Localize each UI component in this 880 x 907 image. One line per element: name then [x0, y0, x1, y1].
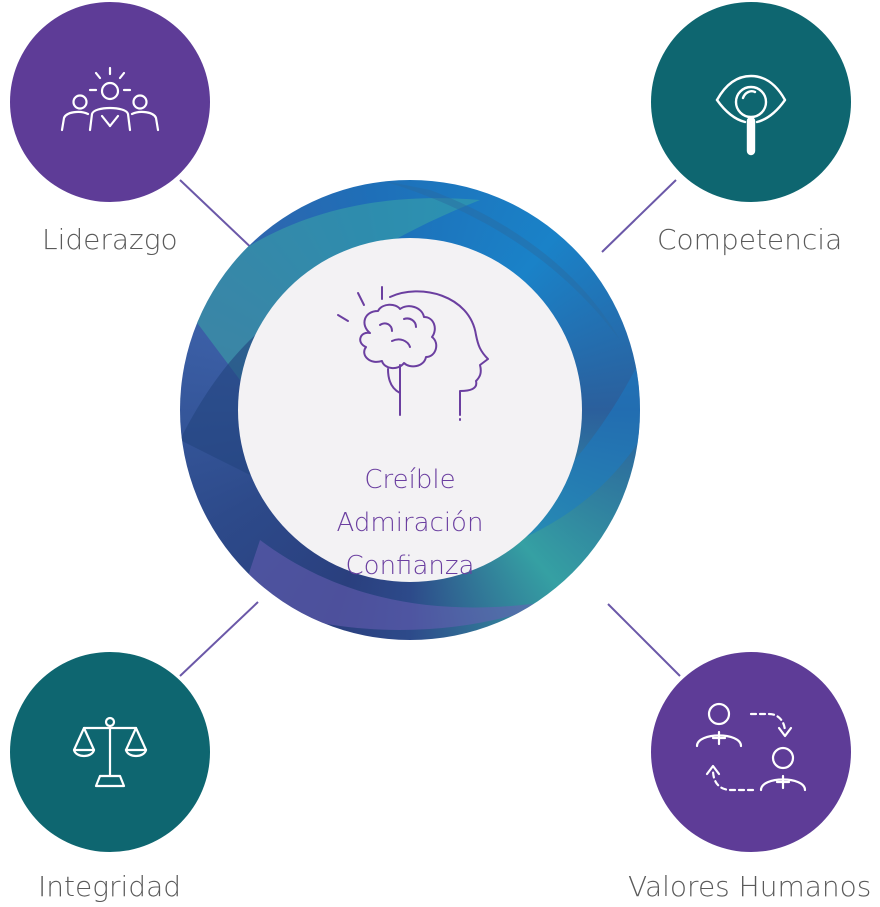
label-competencia: Competencia	[657, 223, 843, 256]
center-disc	[238, 238, 582, 582]
connector-valores	[607, 603, 681, 677]
label-liderazgo: Liderazgo	[42, 223, 178, 256]
node-competencia	[651, 2, 851, 202]
people-exchange-icon	[695, 702, 807, 792]
connector-integridad	[179, 601, 259, 677]
connector-competencia	[601, 179, 677, 253]
connector-liderazgo	[179, 179, 261, 257]
node-valores	[651, 652, 851, 852]
brain-head-icon	[337, 286, 489, 421]
eye-magnifier-icon	[715, 74, 787, 156]
scales-icon	[72, 716, 148, 788]
label-integridad: Integridad	[38, 870, 182, 903]
team-leader-icon	[60, 66, 160, 132]
center-line-1: Creíble	[364, 465, 456, 495]
node-integridad	[10, 652, 210, 852]
center-line-3: Confianza	[345, 551, 475, 581]
center-line-2: Admiración	[336, 508, 484, 538]
label-valores: Valores Humanos	[628, 870, 872, 903]
node-liderazgo	[10, 2, 210, 202]
